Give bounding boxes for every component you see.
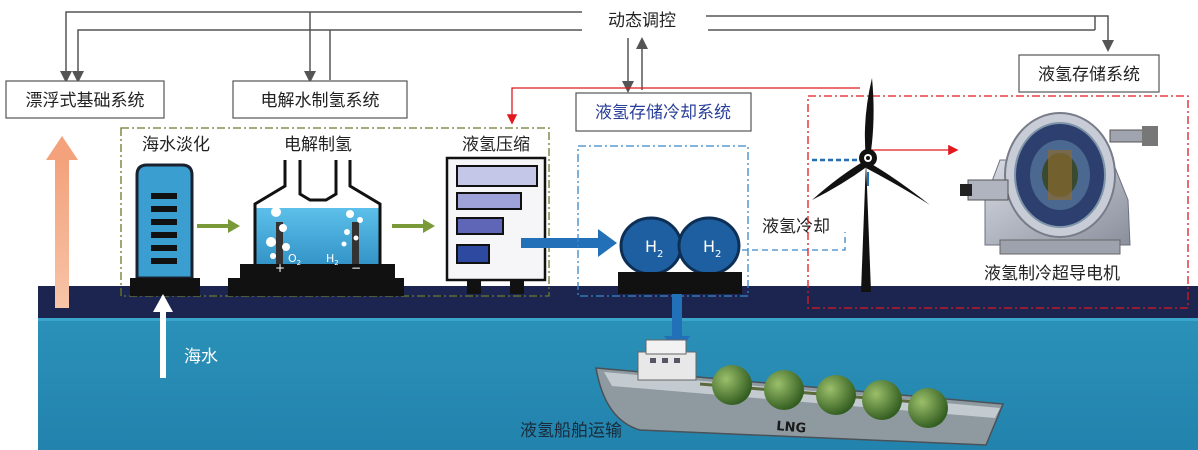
svg-text:H2: H2 xyxy=(326,252,339,267)
lh2-storage-cooling-box: 液氢存储冷却系统 xyxy=(575,92,752,132)
red-control-line xyxy=(506,87,959,156)
anode-plus: + xyxy=(275,261,285,275)
superconducting-motor xyxy=(960,112,1158,255)
flow-arrow-desal-to-electrolysis xyxy=(197,219,240,233)
lh2-ship xyxy=(595,339,1005,446)
desalination-unit xyxy=(130,163,200,296)
tank1-subscript: 2 xyxy=(657,249,663,260)
orange-up-arrow xyxy=(46,136,78,308)
lh2-storage-system-label: 液氢存储系统 xyxy=(1038,65,1140,85)
tank2-symbol: H xyxy=(703,237,715,256)
storage-process-box xyxy=(577,145,749,297)
electrolysis-unit xyxy=(228,160,404,296)
svg-text:O2: O2 xyxy=(288,252,301,267)
control-lines xyxy=(60,11,1114,93)
ship-hull-text: LNG xyxy=(776,419,807,437)
cathode-minus: − xyxy=(351,261,361,275)
lh2-compression-label: 液氢压缩 xyxy=(462,135,530,155)
desalination-label: 海水淡化 xyxy=(142,135,210,155)
lh2-cooling-label: 液氢冷却 xyxy=(762,217,830,237)
h2-symbol: H xyxy=(326,252,334,265)
production-process-box xyxy=(120,127,550,297)
superconducting-motor-label: 液氢制冷超导电机 xyxy=(984,264,1120,284)
ship-transport-label: 液氢船舶运输 xyxy=(520,421,622,441)
flow-arrow-electrolysis-to-compression xyxy=(392,219,435,233)
electrolysis-label: 电解制氢 xyxy=(284,135,352,155)
tank1-symbol: H xyxy=(645,237,657,256)
motor-process-box xyxy=(807,95,1189,309)
lh2-storage-system-box: 液氢存储系统 xyxy=(1018,54,1160,93)
flow-arrow-compression-to-tanks xyxy=(521,229,617,257)
dynamic-control-label: 动态调控 xyxy=(608,11,676,31)
compression-unit xyxy=(445,156,547,294)
wind-turbine xyxy=(812,78,930,292)
floating-foundation-box: 漂浮式基础系统 xyxy=(5,80,165,119)
h2-subscript: 2 xyxy=(334,259,338,267)
electrolysis-system-box: 电解水制氢系统 xyxy=(232,80,408,119)
floating-foundation-label: 漂浮式基础系统 xyxy=(26,91,145,111)
lh2-cooling-line xyxy=(742,232,846,251)
hydrogen-tanks xyxy=(618,216,742,294)
seawater-label: 海水 xyxy=(184,347,218,367)
svg-text:H2: H2 xyxy=(645,237,663,260)
tank2-subscript: 2 xyxy=(715,249,721,260)
electrolysis-system-label: 电解水制氢系统 xyxy=(261,91,380,111)
o2-symbol: O xyxy=(288,252,297,265)
seawater-arrow xyxy=(153,294,173,378)
o2-subscript: 2 xyxy=(297,259,301,267)
svg-text:H2: H2 xyxy=(703,237,721,260)
lh2-storage-cooling-label: 液氢存储冷却系统 xyxy=(595,103,731,123)
